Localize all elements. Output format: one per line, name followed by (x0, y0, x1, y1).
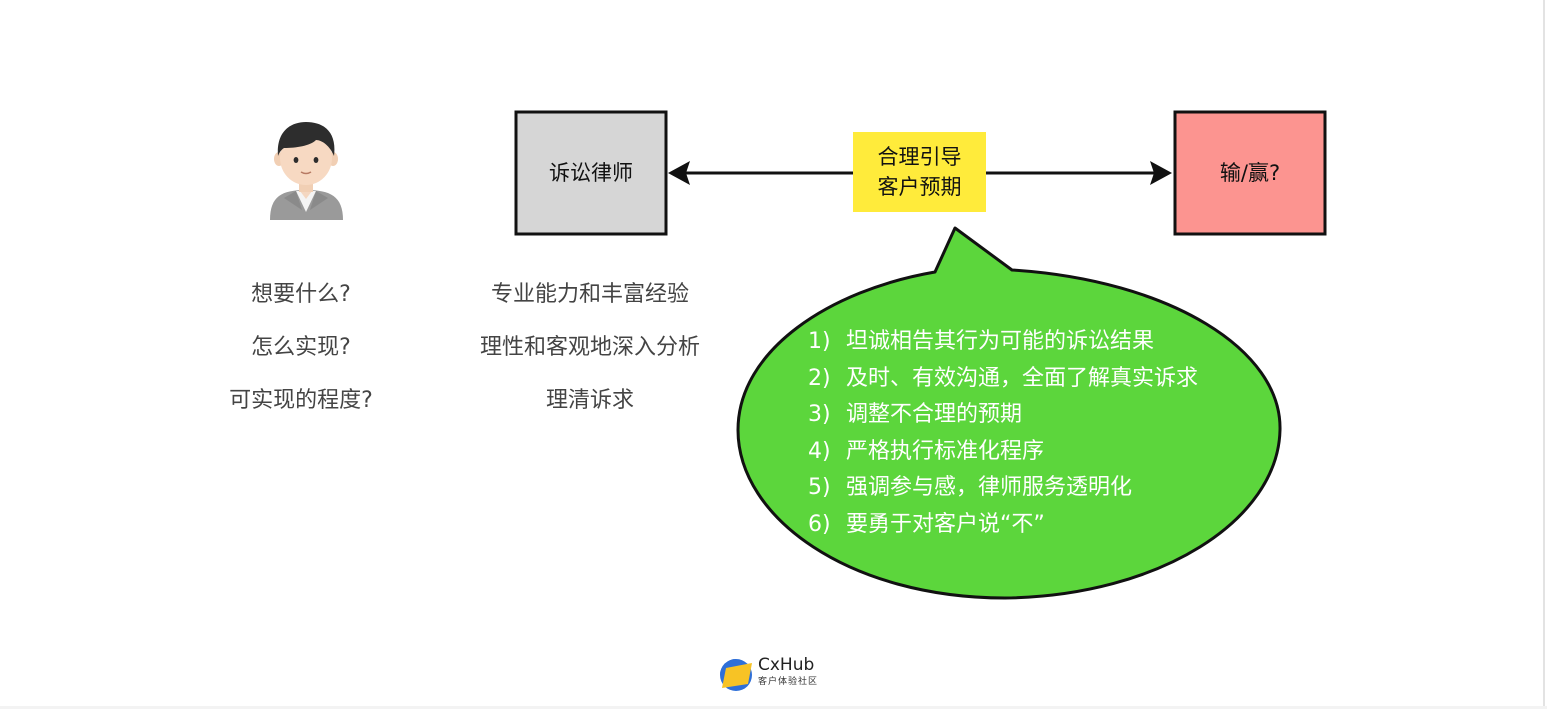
person-emoji-icon (270, 122, 343, 220)
outcome-box-shape (1173, 110, 1327, 236)
client-questions: 想要什么? 怎么实现? 可实现的程度? (196, 280, 406, 439)
logo-name: CxHub (758, 655, 815, 675)
bubble-item-number: 5) (808, 475, 831, 500)
bubble-item-text: 要勇于对客户说“不” (846, 511, 1045, 537)
bubble-list-item: 3) 调整不合理的预期 (808, 399, 1263, 436)
bubble-item-number: 3) (808, 402, 831, 427)
connector-label-line1: 合理引导 (877, 145, 962, 169)
bubble-list-item: 5) 强调参与感，律师服务透明化 (808, 472, 1263, 509)
speech-bubble (736, 226, 1282, 600)
lawyer-node-label: 诉讼律师 (549, 161, 633, 185)
bubble-item-text: 强调参与感，律师服务透明化 (846, 475, 1133, 500)
cxhub-logo: CxHub 客户体验社区 (718, 654, 838, 694)
lawyer-node: 诉讼律师 (516, 112, 666, 234)
quality-item: 理性和客观地深入分析 (479, 335, 700, 360)
connector-label-line2: 客户预期 (877, 175, 962, 199)
logo-tagline: 客户体验社区 (758, 677, 819, 687)
question-item: 想要什么? (251, 282, 351, 307)
quality-item: 专业能力和丰富经验 (490, 282, 689, 307)
bubble-item-text: 严格执行标准化程序 (846, 438, 1045, 464)
lawyer-box-shape (514, 110, 668, 236)
quality-item: 理清诉求 (545, 388, 634, 413)
arrow-head-right-icon (1150, 161, 1172, 185)
bubble-item-number: 1) (808, 329, 831, 354)
lawyer-qualities: 专业能力和丰富经验 理性和客观地深入分析 理清诉求 (450, 280, 730, 439)
connector-label: 合理引导 客户预期 (853, 132, 986, 212)
bubble-item-text: 及时、有效沟通，全面了解真实诉求 (846, 365, 1199, 391)
outcome-node: 输/赢? (1175, 112, 1325, 234)
outcome-node-label: 输/赢? (1219, 161, 1281, 185)
arrow-head-left-icon (668, 161, 690, 185)
bubble-list-item: 2) 及时、有效沟通，全面了解真实诉求 (808, 363, 1263, 400)
bubble-item-text: 坦诚相告其行为可能的诉讼结果 (846, 329, 1155, 354)
bubble-item-number: 6) (808, 511, 831, 537)
bubble-item-number: 4) (808, 438, 831, 464)
bubble-list-item: 1) 坦诚相告其行为可能的诉讼结果 (808, 326, 1263, 363)
question-item: 可实现的程度? (229, 388, 373, 413)
question-item: 怎么实现? (251, 335, 351, 360)
cxhub-logo-icon (720, 659, 752, 691)
bubble-list-item: 4) 严格执行标准化程序 (808, 436, 1263, 473)
page-bottom-divider (0, 706, 1547, 709)
bubble-list-item: 6) 要勇于对客户说“不” (808, 509, 1263, 546)
bubble-item-number: 2) (808, 365, 831, 391)
page-edge-divider (1543, 0, 1545, 709)
bubble-item-text: 调整不合理的预期 (846, 402, 1023, 427)
bubble-list: 1) 坦诚相告其行为可能的诉讼结果 2) 及时、有效沟通，全面了解真实诉求 3)… (808, 326, 1263, 545)
